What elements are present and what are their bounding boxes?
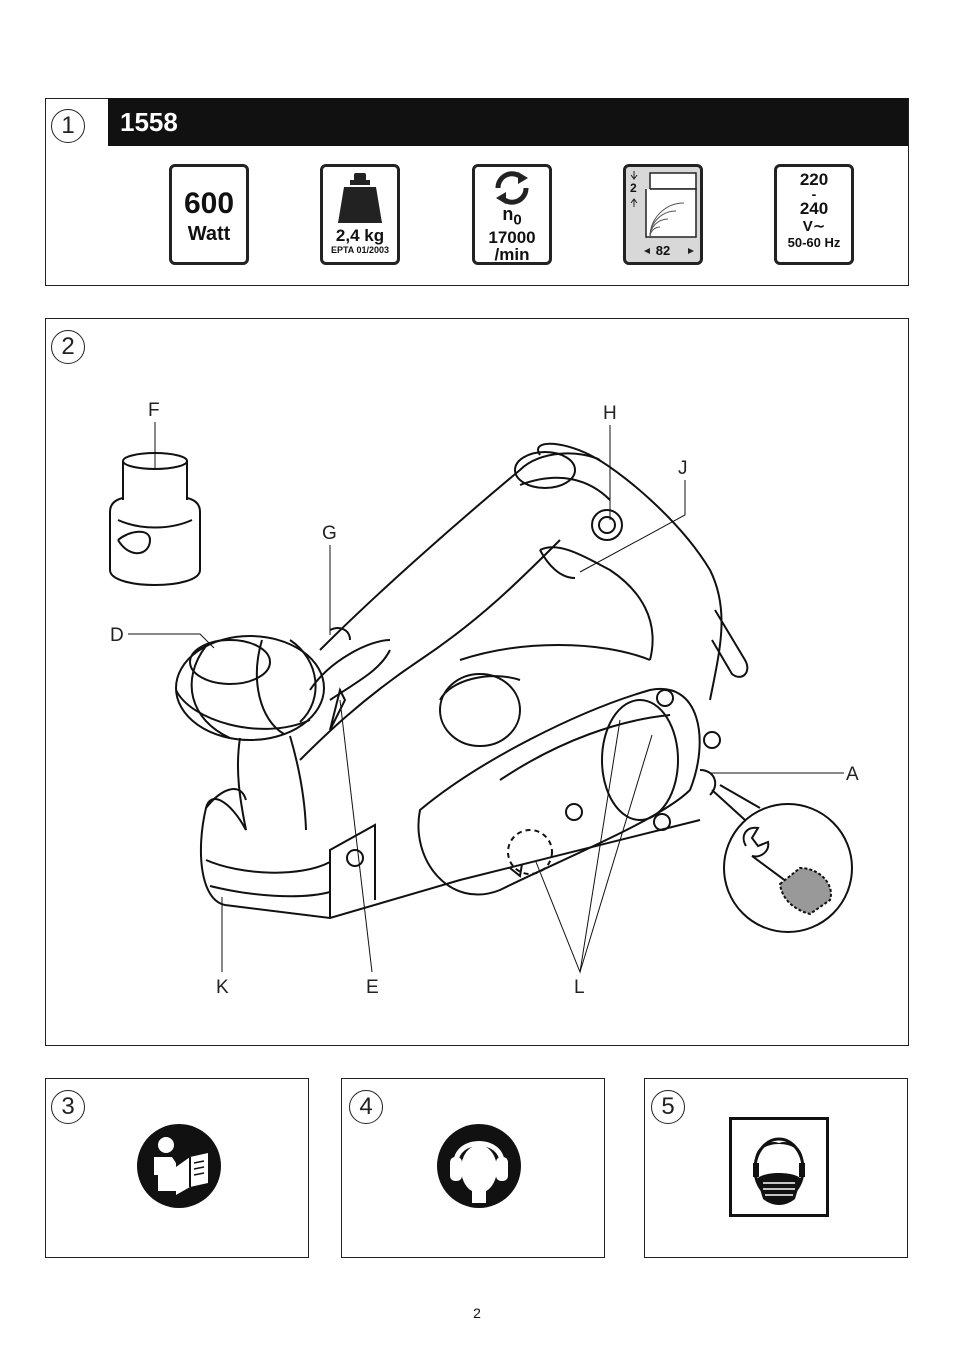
voltage-high: 240: [799, 199, 829, 218]
rotation-icon: [495, 171, 529, 205]
label-k: K: [216, 977, 229, 998]
front-knob-drawing: [175, 635, 325, 831]
label-d: D: [110, 625, 124, 646]
weight-value: 2,4 kg: [335, 226, 385, 245]
wood-block-icon: [630, 171, 697, 254]
voltage-dash: -: [811, 186, 817, 202]
speed-unit: /min: [494, 244, 530, 264]
label-g: G: [322, 523, 337, 544]
section-number-3: 3: [51, 1090, 85, 1124]
planing-capacity-spec: 2 82: [623, 164, 703, 265]
speed-subscript: 0: [513, 211, 522, 229]
dust-nozzle-drawing: [109, 452, 201, 586]
voltage-unit: V: [802, 218, 813, 235]
voltage-spec: 220 - 240 V∼ 50-60 Hz: [774, 164, 854, 265]
section-number-5: 5: [651, 1090, 685, 1124]
section-number-1: 1: [51, 109, 85, 143]
belt-cover-drawing: [417, 609, 749, 896]
ac-current-icon: ∼: [812, 218, 826, 235]
speed-symbol: n: [502, 204, 514, 224]
label-h: H: [603, 403, 617, 424]
width-value: 82: [655, 243, 671, 258]
wrench-callout-drawing: [711, 784, 853, 933]
ear-protection-icon: [437, 1124, 521, 1208]
parts-diagram-panel: [45, 318, 909, 1046]
dust-mask-icon: [729, 1117, 829, 1217]
label-e: E: [366, 977, 379, 998]
section-number-2: 2: [51, 330, 85, 364]
power-spec: 600 Watt: [169, 164, 249, 265]
voltage-low: 220: [799, 170, 829, 189]
weight-standard: EPTA 01/2003: [330, 245, 390, 255]
dust-mask-panel: [644, 1078, 908, 1258]
depth-value: 2: [630, 181, 637, 195]
weight-spec: 2,4 kg EPTA 01/2003: [320, 164, 400, 265]
model-title: 1558: [108, 98, 908, 146]
read-manual-icon: [137, 1124, 221, 1208]
weight-icon: [338, 173, 382, 223]
leader-lines: [128, 422, 844, 974]
speed-spec: n0 17000 /min: [472, 164, 552, 265]
speed-value: 17000: [488, 227, 536, 247]
page-number: 2: [473, 1305, 481, 1321]
power-unit: Watt: [187, 223, 231, 245]
power-value: 600: [183, 187, 235, 220]
label-j: J: [678, 458, 688, 479]
label-a: A: [846, 764, 859, 785]
section-number-4: 4: [349, 1090, 383, 1124]
label-l: L: [574, 977, 585, 998]
label-f: F: [148, 400, 160, 421]
frequency: 50-60 Hz: [787, 235, 841, 250]
main-handle-drawing: [309, 442, 723, 731]
